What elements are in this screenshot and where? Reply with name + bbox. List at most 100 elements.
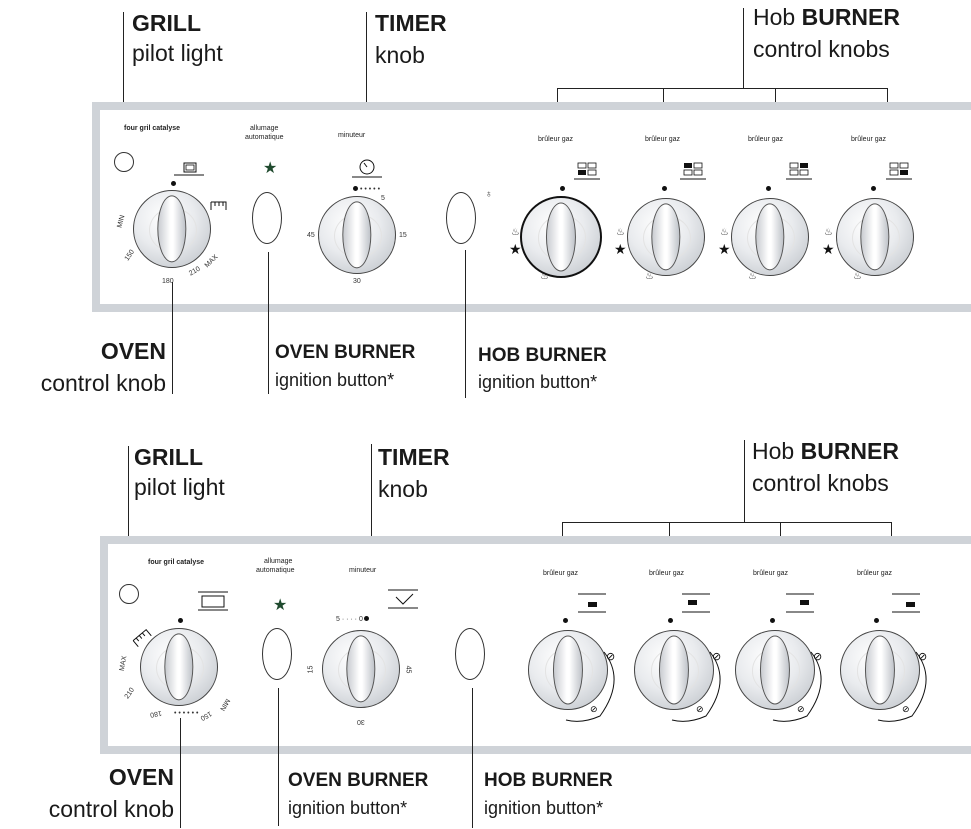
- oven-leader-line: [172, 282, 173, 394]
- svg-text:⊘: ⊘: [696, 705, 704, 715]
- svg-text:⊘: ⊘: [918, 650, 927, 663]
- grill-leader-line: [123, 12, 124, 124]
- minuteur-label: minuteur: [349, 567, 377, 574]
- hob-knob-3-index-dot: [766, 186, 771, 191]
- timer-callout-title: TIMER: [375, 10, 447, 36]
- hob-burner-callout-sub: ignition button*: [484, 798, 604, 818]
- hob-knob-3-index-dot: [770, 618, 775, 623]
- timer-scale-30: 30: [353, 278, 361, 285]
- clock-icon: [352, 159, 382, 178]
- automatique-label: automatique: [245, 134, 284, 141]
- four-gril-label: four gril catalyse: [148, 559, 205, 566]
- svg-text:⊘: ⊘: [590, 705, 598, 715]
- hob-burner-knob-1[interactable]: [528, 630, 608, 710]
- hob-burner-knob-1[interactable]: [520, 196, 602, 278]
- timer-scale-45: 45: [404, 665, 412, 674]
- clock-icon: [388, 589, 418, 609]
- flame-icon: ♨: [720, 227, 729, 238]
- allumage-label: allumage: [264, 558, 293, 565]
- svg-text:⊘: ⊘: [902, 705, 910, 715]
- grill-leader-line: [128, 446, 129, 560]
- timer-knob[interactable]: [322, 630, 400, 708]
- oven-burner-ignition-button[interactable]: [262, 628, 292, 680]
- timer-leader-line: [366, 12, 367, 120]
- flame-small-icon: ♨: [853, 271, 862, 282]
- bruleur-label-1: brûleur gaz: [538, 136, 574, 143]
- burner-position-icon-2: [680, 162, 706, 180]
- hob-knob-1-index-dot: [563, 618, 568, 623]
- burner-position-icon-4: [886, 162, 912, 180]
- oven-burner-ignition-button[interactable]: [252, 192, 282, 244]
- grill-callout-title: GRILL: [132, 10, 201, 36]
- oven-burner-leader-line: [268, 252, 269, 394]
- burner-position-icon-4: [892, 593, 920, 613]
- minuteur-label: minuteur: [338, 132, 366, 139]
- oven-burner-callout-sub: ignition button*: [275, 370, 395, 390]
- oven-callout-sub: control knob: [48, 796, 174, 822]
- oven-burner-callout-title: OVEN BURNER: [275, 342, 416, 363]
- burner-position-icon-1: [578, 593, 606, 613]
- oven-burner-leader-line: [278, 688, 279, 826]
- hob-burner-knob-3[interactable]: [731, 198, 809, 276]
- ignition-star-icon: ★: [263, 160, 278, 177]
- flame-rotation-arrow-icon: ⊘ ⊘: [772, 650, 822, 722]
- svg-text:⊘: ⊘: [712, 650, 721, 663]
- bruleur-label-3: brûleur gaz: [753, 570, 789, 577]
- hob-burner-knob-4[interactable]: [840, 630, 920, 710]
- hob-burner-callout-sub: ignition button*: [478, 372, 598, 392]
- hob-bracket-line: [557, 88, 888, 89]
- flame-icon: ♨: [511, 227, 520, 238]
- bruleur-label-1: brûleur gaz: [543, 570, 579, 577]
- oven-control-knob[interactable]: [133, 190, 211, 268]
- hob-burner-callout-title: Hob BURNER: [752, 438, 899, 464]
- timer-scale-5: 5: [381, 195, 385, 202]
- oven-control-knob[interactable]: [140, 628, 218, 706]
- flame-small-icon: ♨: [540, 271, 549, 282]
- hob-knob-1-index-dot: [560, 186, 565, 191]
- oven-callout-sub: control knob: [40, 370, 166, 396]
- hob-burner-knob-3[interactable]: [735, 630, 815, 710]
- timer-knob-index-dot: [353, 186, 358, 191]
- hob-burner-ignition-button[interactable]: [455, 628, 485, 680]
- burner-position-icon-3: [786, 593, 814, 613]
- hob-burner-ignition-button[interactable]: [446, 192, 476, 244]
- flame-small-icon: ♨: [645, 271, 654, 282]
- svg-text:⊘: ⊘: [606, 650, 615, 663]
- bruleur-label-3: brûleur gaz: [748, 136, 784, 143]
- hob-knob-4-index-dot: [874, 618, 879, 623]
- hob-bracket-line: [562, 522, 892, 523]
- grill-mark-icon: [132, 628, 152, 648]
- grill-pilot-light: [119, 584, 139, 604]
- allumage-label: allumage: [250, 125, 279, 132]
- cooker-panel-diagram-bottom: GRILL pilot light TIMER knob Hob BURNER …: [0, 418, 971, 828]
- hob-burner-leader-line: [465, 250, 466, 398]
- flame-icon: ♨: [824, 227, 833, 238]
- hob-knob-2-index-dot: [668, 618, 673, 623]
- hob-knob-4-index-dot: [871, 186, 876, 191]
- hob-burner-callout-title: HOB BURNER: [484, 770, 613, 791]
- grill-callout-sub: pilot light: [134, 474, 225, 500]
- ignition-star-icon: ★: [614, 241, 627, 257]
- four-gril-label: four gril catalyse: [124, 125, 181, 132]
- ignition-star-icon: ★: [822, 241, 835, 257]
- timer-scale-15: 15: [307, 665, 315, 674]
- svg-text:⊘: ⊘: [813, 650, 822, 663]
- oven-knob-index-dot: [171, 181, 176, 186]
- hob-leader-line: [743, 8, 744, 88]
- oven-scale-dots: • • • • • •: [174, 710, 199, 717]
- bruleur-label-4: brûleur gaz: [857, 570, 893, 577]
- flame-rotation-arrow-icon: ⊘ ⊘: [877, 650, 927, 722]
- bruleur-label-2: brûleur gaz: [649, 570, 685, 577]
- oven-scale-180: 180: [162, 278, 174, 285]
- timer-scale-15: 15: [399, 232, 407, 239]
- ignition-star-icon: ★: [718, 241, 731, 257]
- timer-knob[interactable]: [318, 196, 396, 274]
- timer-callout-title: TIMER: [378, 444, 450, 470]
- hob-burner-knob-4[interactable]: [836, 198, 914, 276]
- hob-burner-knob-2[interactable]: [627, 198, 705, 276]
- hob-burner-knob-2[interactable]: [634, 630, 714, 710]
- ignition-star-icon: ★: [509, 241, 522, 257]
- burner-position-icon-3: [786, 162, 812, 180]
- hob-burner-leader-line: [472, 688, 473, 828]
- hob-burner-callout-title: HOB BURNER: [478, 345, 607, 366]
